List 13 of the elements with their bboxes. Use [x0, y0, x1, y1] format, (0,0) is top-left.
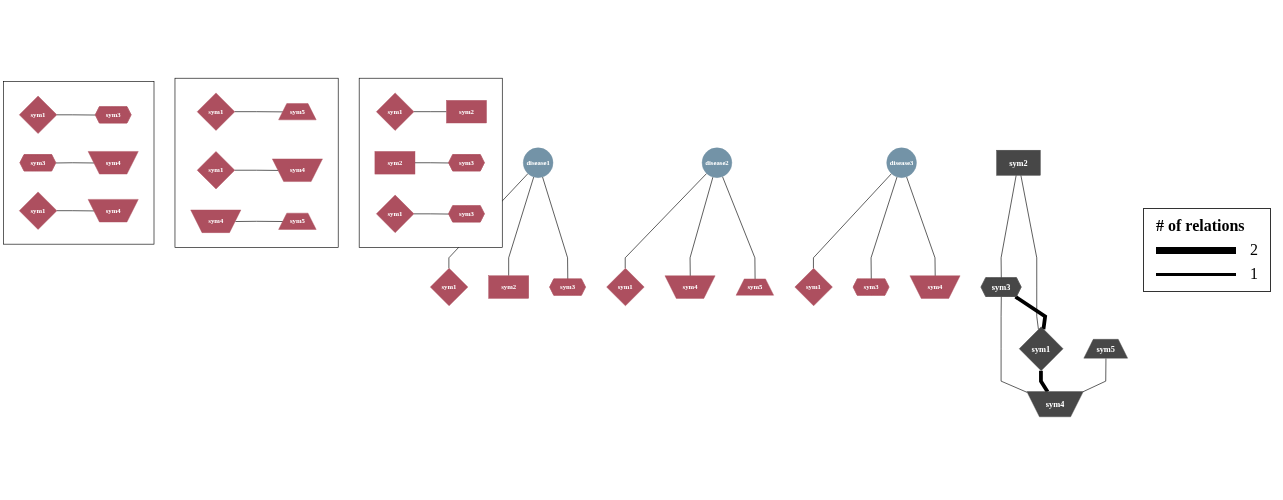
- connector: [1014, 295, 1048, 330]
- cluster: [3, 81, 155, 245]
- connector: [1000, 296, 1028, 393]
- node-box: sym2: [996, 149, 1041, 176]
- node-diamond: sym1: [1019, 326, 1064, 371]
- legend-title: # of relations: [1156, 217, 1246, 235]
- cluster: [358, 77, 503, 248]
- cluster: [174, 77, 339, 248]
- connector: [1000, 175, 1017, 279]
- legend-text: 2: [1250, 241, 1258, 259]
- connector: [1020, 175, 1039, 330]
- legend-text: 1: [1250, 265, 1258, 283]
- connector: [1039, 370, 1050, 393]
